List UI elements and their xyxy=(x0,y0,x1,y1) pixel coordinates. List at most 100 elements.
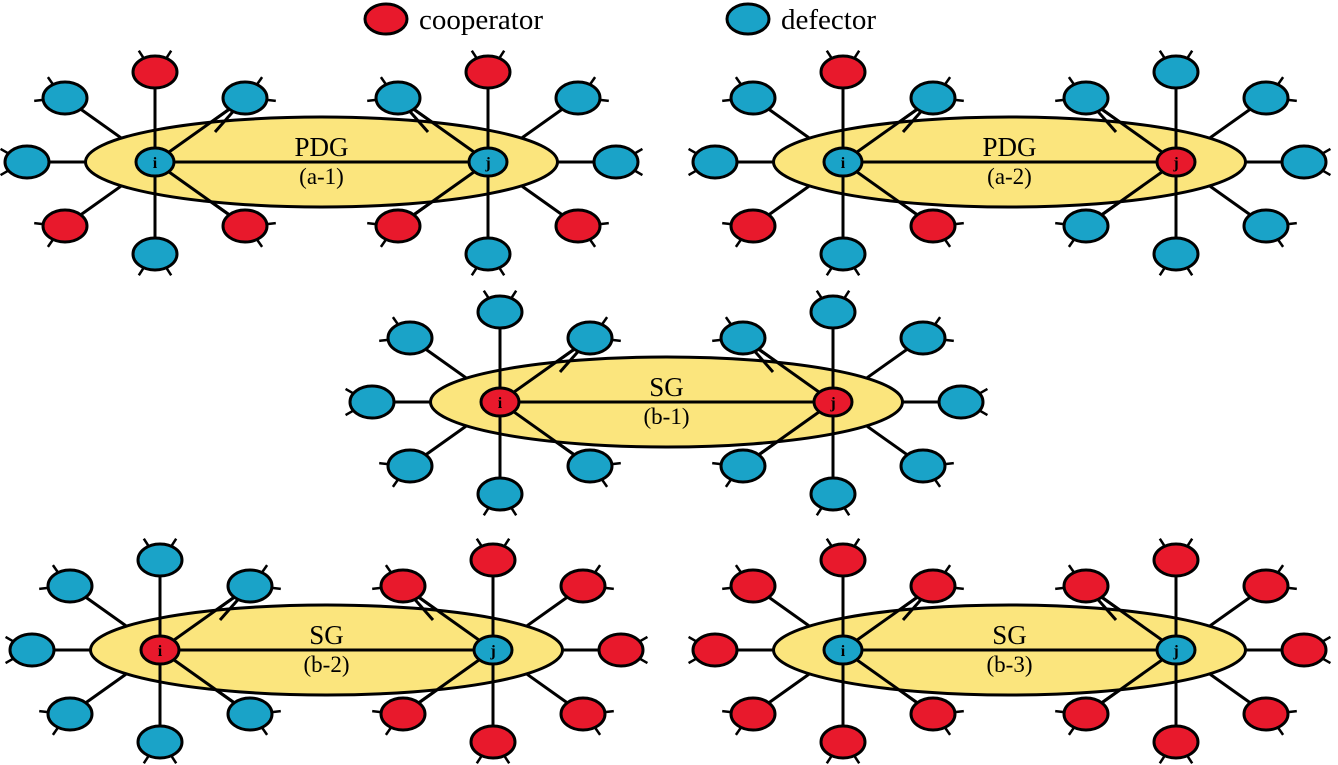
neighbor-node xyxy=(909,76,964,116)
node-i xyxy=(822,146,864,178)
neighbor-node xyxy=(819,236,867,276)
neighbor-node xyxy=(712,448,767,488)
neighbor-defector xyxy=(226,568,274,604)
neighbor-node xyxy=(1055,564,1110,604)
neighbor-node xyxy=(136,724,184,764)
neighbor-node xyxy=(722,696,777,736)
neighbor-defector xyxy=(1242,80,1290,116)
neighbor-node xyxy=(379,316,434,356)
neighbor-node xyxy=(1242,564,1297,604)
legend-defector-swatch xyxy=(725,2,771,36)
node-j xyxy=(1155,146,1197,178)
neighbor-cooperator xyxy=(1280,632,1328,668)
neighbor-cooperator xyxy=(1152,724,1200,760)
neighbor-cooperator xyxy=(559,568,607,604)
neighbor-defector xyxy=(937,384,985,420)
neighbor-node xyxy=(566,316,621,356)
neighbor-cooperator xyxy=(464,54,512,90)
neighbor-node xyxy=(4,632,56,668)
neighbor-node xyxy=(372,696,427,736)
neighbor-node xyxy=(1152,50,1200,90)
neighbor-defector xyxy=(221,80,269,116)
neighbor-defector xyxy=(476,476,524,512)
neighbor-cooperator xyxy=(1062,696,1110,732)
neighbor-defector xyxy=(719,320,767,356)
neighbor-node xyxy=(899,316,954,356)
neighbor-node xyxy=(687,632,739,668)
neighbor-cooperator xyxy=(691,632,739,668)
panel-label: (a-1) xyxy=(299,164,344,189)
legend-defector-label: defector xyxy=(781,4,876,36)
neighbor-node xyxy=(819,724,867,764)
neighbor-node xyxy=(1055,696,1110,736)
neighbor-defector xyxy=(809,294,857,330)
neighbor-node xyxy=(379,448,434,488)
neighbor-node xyxy=(819,50,867,90)
panel-label: (b-3) xyxy=(987,652,1033,677)
neighbor-defector xyxy=(809,476,857,512)
neighbor-node xyxy=(909,696,964,736)
game-label: PDG xyxy=(294,132,348,162)
neighbor-cooperator xyxy=(597,632,645,668)
neighbor-node xyxy=(722,208,777,248)
neighbor-defector xyxy=(899,448,947,484)
neighbor-cooperator xyxy=(1242,568,1290,604)
neighbor-node xyxy=(344,384,396,420)
panel-label: (b-2) xyxy=(304,652,350,677)
neighbor-defector xyxy=(909,80,957,116)
neighbor-defector xyxy=(46,696,94,732)
neighbor-node xyxy=(226,696,281,736)
neighbor-defector xyxy=(464,236,512,272)
neighbor-node xyxy=(469,724,517,764)
node-i xyxy=(134,146,176,178)
neighbor-defector xyxy=(899,320,947,356)
panel-label: (b-1) xyxy=(644,404,690,429)
neighbor-defector xyxy=(566,448,614,484)
neighbor-defector xyxy=(136,724,184,760)
neighbor-node xyxy=(131,236,179,276)
neighbor-node xyxy=(367,76,422,116)
neighbor-cooperator xyxy=(379,568,427,604)
neighbor-defector xyxy=(1280,144,1328,180)
node-i xyxy=(139,634,181,666)
neighbor-node xyxy=(464,50,512,90)
game-label: PDG xyxy=(982,132,1036,162)
neighbor-node xyxy=(0,144,51,180)
neighbor-node xyxy=(899,448,954,488)
neighbor-node xyxy=(39,696,94,736)
neighbor-node xyxy=(592,144,644,180)
neighbor-cooperator xyxy=(819,542,867,578)
neighbor-node xyxy=(909,564,964,604)
neighbor-node xyxy=(809,476,857,516)
neighbor-cooperator xyxy=(819,54,867,90)
neighbor-node xyxy=(559,696,614,736)
neighbor-cooperator xyxy=(729,696,777,732)
neighbor-cooperator xyxy=(729,208,777,244)
neighbor-node xyxy=(221,76,276,116)
neighbor-node xyxy=(722,76,777,116)
neighbor-node xyxy=(566,448,621,488)
neighbor-node xyxy=(597,632,649,668)
neighbor-node xyxy=(1280,632,1332,668)
neighbor-node xyxy=(559,564,614,604)
neighbor-defector xyxy=(386,448,434,484)
neighbor-defector xyxy=(41,80,89,116)
neighbor-defector xyxy=(136,542,184,578)
neighbor-defector xyxy=(8,632,56,668)
neighbor-cooperator xyxy=(131,54,179,90)
node-j xyxy=(472,634,514,666)
game-label: SG xyxy=(309,620,344,650)
neighbor-cooperator xyxy=(909,208,957,244)
neighbor-node xyxy=(221,208,276,248)
neighbor-cooperator xyxy=(1152,542,1200,578)
neighbor-node xyxy=(469,538,517,578)
neighbor-node xyxy=(1242,208,1297,248)
neighbor-node xyxy=(722,564,777,604)
neighbor-node xyxy=(937,384,989,420)
neighbor-defector xyxy=(3,144,51,180)
